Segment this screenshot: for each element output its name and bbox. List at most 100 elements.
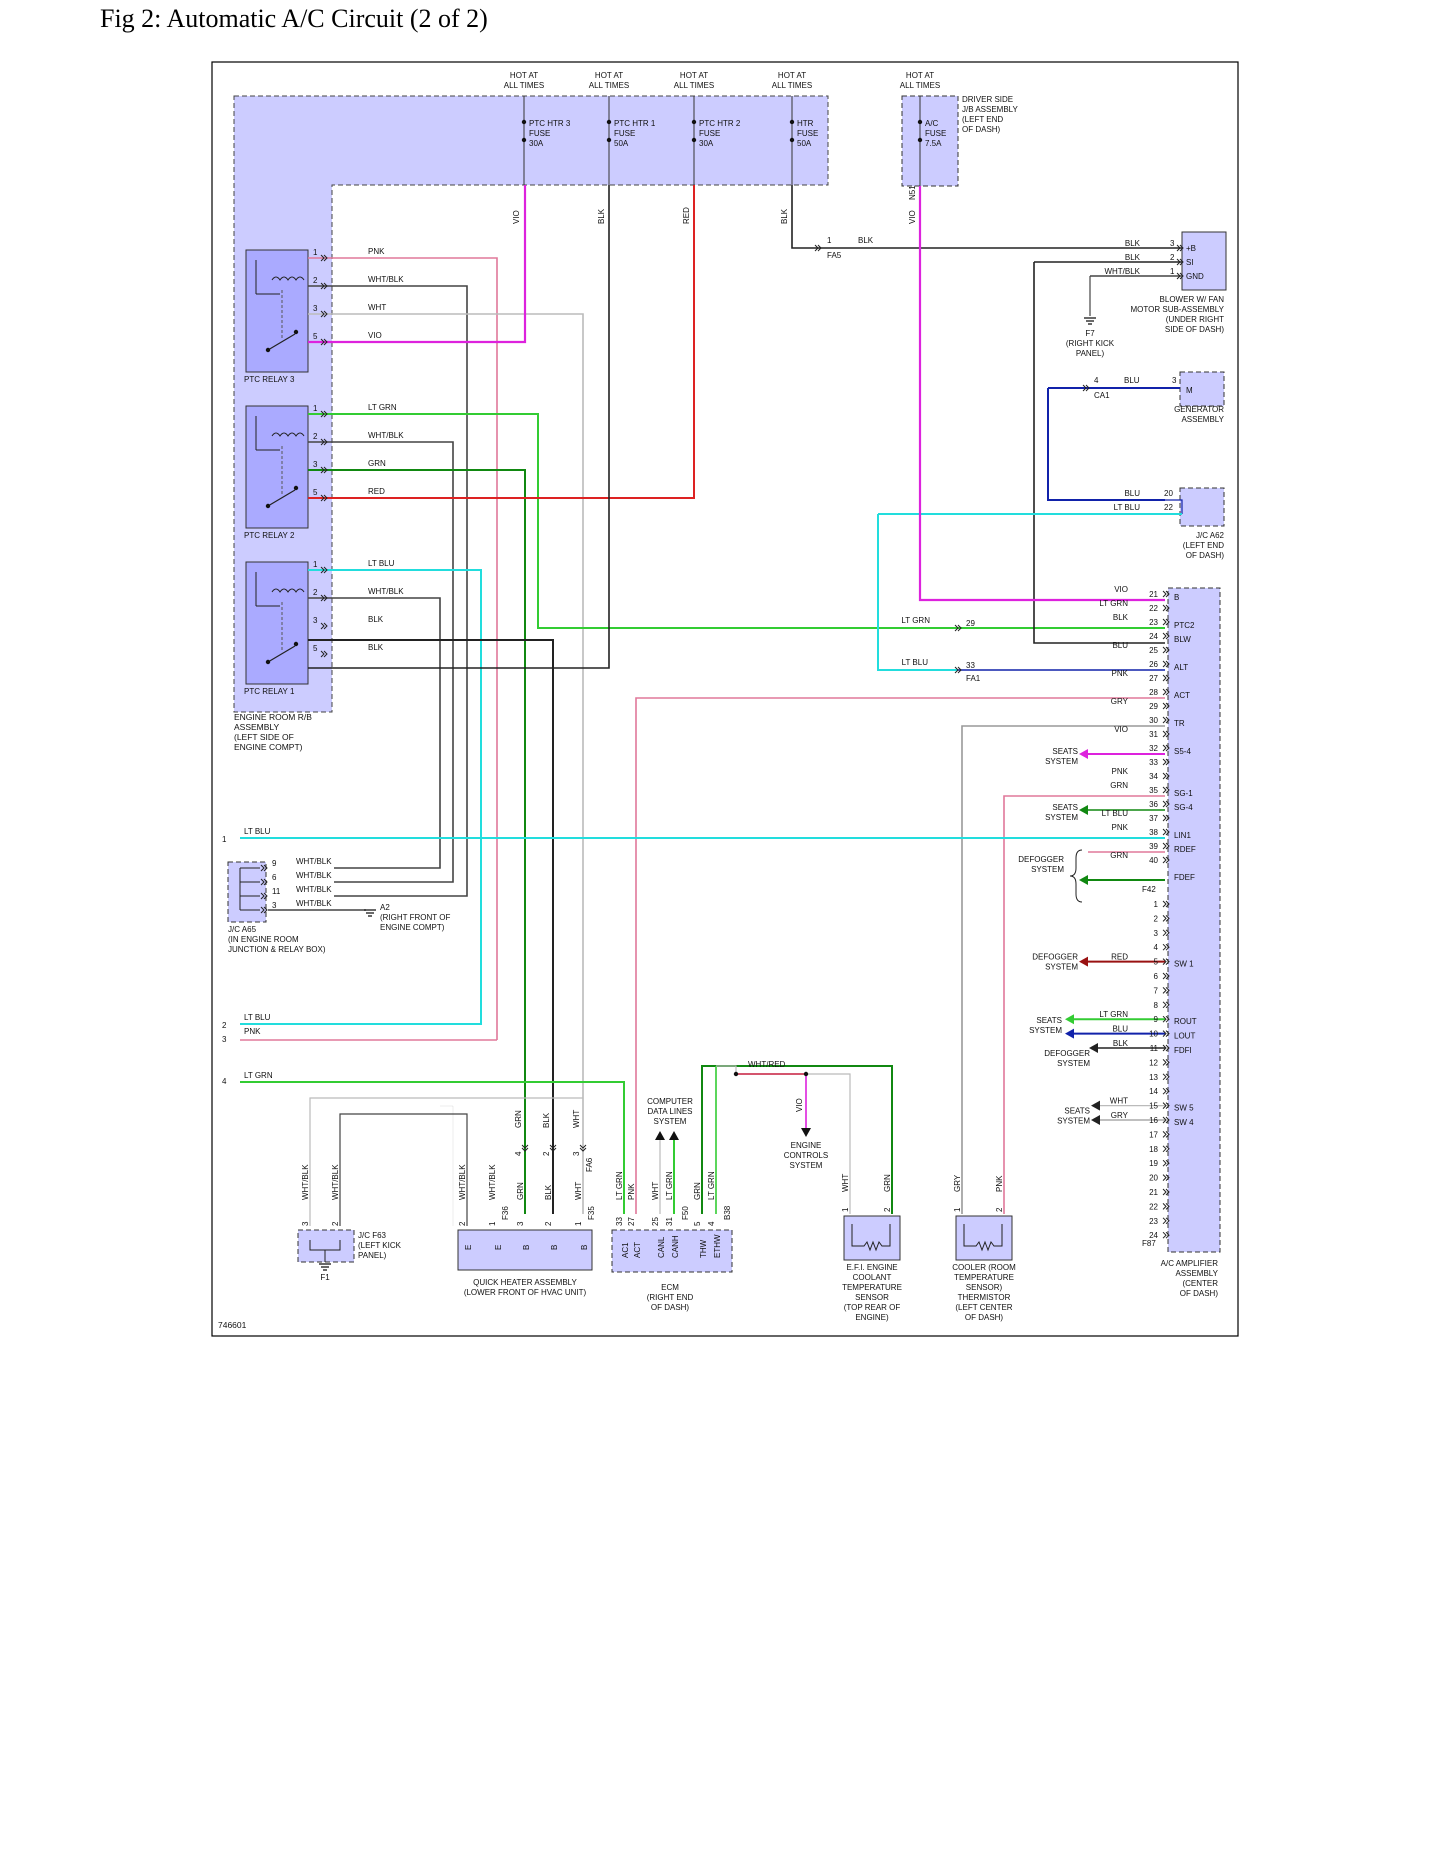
pin-number: 16 <box>1149 1116 1158 1125</box>
wire-color-label: GRN <box>1110 851 1128 860</box>
wire-number: 3 <box>222 1035 227 1044</box>
wire <box>308 185 527 344</box>
wire <box>240 569 482 1025</box>
wire-color-label: LT BLU <box>1114 503 1141 512</box>
wire <box>877 514 958 671</box>
defogger-system-label: SYSTEM <box>1045 963 1078 972</box>
wire-color-label: LT BLU <box>902 658 929 667</box>
pin-number: 40 <box>1149 856 1158 865</box>
quick-heater-label: QUICK HEATER ASSEMBLY <box>473 1278 577 1287</box>
wire <box>308 257 498 1040</box>
terminal-label: B <box>580 1245 589 1250</box>
relay-switch-icon <box>293 641 299 647</box>
pin-number: 3 <box>572 1151 581 1156</box>
ground-label: A2 <box>380 903 390 912</box>
wire-color-label: VIO <box>908 210 917 224</box>
arrow-left-icon <box>1089 1043 1098 1053</box>
amp-connector-icon <box>1162 1188 1170 1196</box>
wire-color-label: GRN <box>883 1174 892 1192</box>
wire-color-label: WHT/BLK <box>296 885 332 894</box>
pin-number: 4 <box>1094 376 1099 385</box>
wire-color-label: VIO <box>368 331 382 340</box>
fuse-label: 50A <box>797 139 812 148</box>
amp-connector-icon <box>1162 772 1170 780</box>
amp-connector-icon <box>1162 1030 1170 1037</box>
wire-color-label: BLK <box>1125 239 1141 248</box>
jc-f63-box <box>297 1229 355 1263</box>
wire-color-label: BLK <box>858 236 874 245</box>
connector-icon <box>1176 272 1184 280</box>
pin-number: 2 <box>1154 914 1159 923</box>
wire <box>308 413 1165 629</box>
wire-color-label: BLK <box>368 643 384 652</box>
amp-connector-icon <box>1162 915 1170 922</box>
relay-pin-number: 2 <box>313 432 318 441</box>
wire <box>308 469 526 1214</box>
wire <box>701 1065 893 1214</box>
wire-color-label: GRN <box>514 1110 523 1128</box>
wire-color-label: BLK <box>368 615 384 624</box>
fuse-icon <box>606 137 612 143</box>
connector-icon <box>521 1144 529 1152</box>
quick-heater-label: (LOWER FRONT OF HVAC UNIT) <box>464 1288 587 1297</box>
wire-color-label: WHT/BLK <box>301 1164 310 1200</box>
terminal-label: THW <box>699 1239 708 1258</box>
pin-number: 6 <box>272 873 277 882</box>
wire <box>1047 388 1165 501</box>
connector-name-label: F87 <box>1142 1239 1156 1248</box>
arrow-up-icon <box>655 1131 665 1140</box>
amp-connector-icon <box>1162 1159 1170 1167</box>
pin-number: 11 <box>272 887 281 896</box>
pin-number: 1 <box>574 1221 583 1226</box>
relay-pin-number: 2 <box>313 588 318 597</box>
pin-number: 2 <box>544 1221 553 1226</box>
hot-at-all-times-label: HOT AT <box>778 71 806 80</box>
defogger-system-label: SYSTEM <box>1031 865 1064 874</box>
ecm-box <box>611 1229 733 1273</box>
terminal-label: SG-4 <box>1174 803 1193 812</box>
generator-label: GENERATOR <box>1174 405 1224 414</box>
pin-number: 3 <box>272 901 277 910</box>
wire <box>440 1105 454 1226</box>
brace-icon <box>1069 849 1083 903</box>
amp-connector-icon <box>1162 856 1170 864</box>
fuse-icon <box>789 137 795 143</box>
pin-number: 7 <box>1154 986 1159 995</box>
wire-color-label: PNK <box>244 1027 261 1036</box>
relay-connector-icon <box>320 622 328 630</box>
connector-name-label: FA6 <box>585 1157 594 1172</box>
wire-color-label: BLU <box>1124 376 1140 385</box>
hot-at-all-times-label: ALL TIMES <box>504 81 544 90</box>
amp-connector-icon <box>1162 758 1170 766</box>
engine-room-rb-label: ENGINE COMPT) <box>234 742 303 752</box>
fuse-label: 7.5A <box>925 139 942 148</box>
ground-label: ENGINE COMPT) <box>380 923 445 932</box>
jc-f63-label: J/C F63 <box>358 1231 387 1240</box>
terminal-label: +B <box>1186 244 1196 253</box>
blower-motor-label: BLOWER W/ FAN <box>1160 295 1225 304</box>
wire-color-label: RED <box>1111 953 1128 962</box>
amp-connector-icon <box>1162 1217 1170 1225</box>
relay-pin-number: 5 <box>313 488 318 497</box>
wire-color-label: PNK <box>1112 669 1129 678</box>
terminal-label: ACT <box>1174 691 1190 700</box>
pin-number: 36 <box>1149 800 1158 809</box>
relay-connector-icon <box>320 282 328 290</box>
wire <box>308 441 454 883</box>
pin-number: 3 <box>1172 376 1177 385</box>
fuse-label: FUSE <box>529 129 550 138</box>
pin-number: 8 <box>1154 1001 1159 1010</box>
efi-sensor-label: TEMPERATURE <box>842 1283 902 1292</box>
relay-switch-icon <box>265 347 271 353</box>
fuse-icon <box>521 137 527 143</box>
junction-dot <box>803 1071 809 1077</box>
wire-color-label: LT BLU <box>244 1013 271 1022</box>
wire-color-label: BLK <box>597 208 606 224</box>
connector-name-label: B38 <box>723 1205 732 1220</box>
fuse-icon <box>789 119 795 125</box>
seats-system-label: SEATS <box>1036 1016 1062 1025</box>
wire <box>309 1097 583 1226</box>
wire-color-label: BLK <box>542 1112 551 1128</box>
amp-connector-icon <box>1162 744 1170 752</box>
relay-coil-icon <box>255 260 305 295</box>
